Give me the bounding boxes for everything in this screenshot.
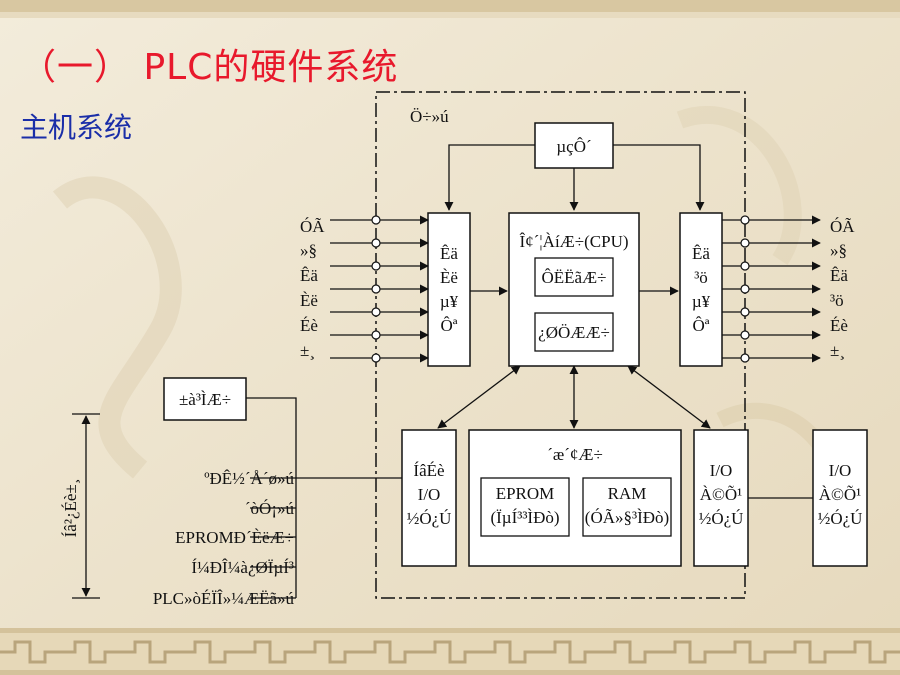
input-unit-box bbox=[427, 212, 471, 367]
io-expansion-interface-box bbox=[693, 429, 749, 567]
cpu-title: Î¢´¦ÀíÆ÷(CPU) bbox=[519, 232, 628, 251]
io-expansion-label-2: À©Õ¹ bbox=[700, 485, 743, 504]
input-unit-label-2: Èë bbox=[440, 268, 458, 287]
peripheral-device-2: ´òÓ¡»ú bbox=[245, 499, 295, 518]
peripheral-io-label-2: I/O bbox=[418, 485, 441, 504]
slide-title: （一） PLC的硬件系统 bbox=[20, 47, 399, 88]
ram-sublabel: (ÓÃ»§³ÌÐò) bbox=[585, 508, 669, 527]
input-device-1: ÓÃ bbox=[300, 217, 325, 236]
memory-title: ´æ´¢Æ÷ bbox=[547, 445, 603, 464]
alu-label: ÔËËãÆ÷ bbox=[541, 268, 606, 287]
ram-label: RAM bbox=[608, 484, 647, 503]
io-expansion-unit-label-3: ½Ó¿Ú bbox=[818, 509, 863, 528]
output-unit-label-4: Ôª bbox=[693, 316, 710, 335]
external-devices-label: Íâ²¿Éè±¸ bbox=[61, 479, 80, 538]
input-device-3: Êä bbox=[300, 266, 318, 285]
peripheral-device-5: PLC»òÉÏÎ»¼ÆËã»ú bbox=[153, 589, 295, 608]
peripheral-io-label-1: ÍâÉè bbox=[413, 461, 444, 480]
slide-subtitle: 主机系统 bbox=[20, 111, 133, 144]
output-unit-label-3: µ¥ bbox=[692, 292, 711, 311]
io-expansion-unit-label-1: I/O bbox=[829, 461, 852, 480]
ram-box bbox=[582, 477, 672, 537]
output-unit-label-1: Êä bbox=[692, 244, 710, 263]
bottom-border-pattern bbox=[0, 628, 900, 675]
power-label: µçÔ´ bbox=[556, 137, 591, 156]
input-device-5: Éè bbox=[300, 316, 318, 335]
io-expansion-label-3: ½Ó¿Ú bbox=[699, 509, 744, 528]
input-terminals bbox=[371, 215, 381, 363]
input-device-6: ±¸ bbox=[300, 341, 315, 360]
controller-label: ¿ØÖÆÆ÷ bbox=[538, 323, 610, 342]
output-device-6: ±¸ bbox=[830, 341, 845, 360]
output-signal-lines bbox=[722, 215, 821, 363]
host-boundary bbox=[375, 91, 746, 599]
peripheral-device-3: EPROMÐ´ÈëÆ÷ bbox=[175, 528, 294, 547]
peripheral-io-interface-box bbox=[401, 429, 457, 567]
output-device-4: ³ö bbox=[830, 291, 844, 310]
peripheral-bus bbox=[246, 397, 297, 598]
output-device-1: ÓÃ bbox=[830, 217, 855, 236]
io-expansion-unit-label-2: À©Õ¹ bbox=[819, 485, 862, 504]
output-unit-box bbox=[679, 212, 723, 367]
peripheral-io-label-3: ½Ó¿Ú bbox=[407, 509, 452, 528]
input-unit-label-4: Ôª bbox=[441, 316, 458, 335]
peripheral-device-1: ºÐÊ½´Å´ø»ú bbox=[204, 469, 294, 488]
output-terminals bbox=[740, 215, 750, 363]
alu-box bbox=[534, 257, 614, 297]
eprom-sublabel: (ÏµÍ³³ÌÐò) bbox=[490, 508, 559, 527]
io-expansion-unit-box bbox=[812, 429, 868, 567]
programmer-box bbox=[163, 377, 247, 421]
output-device-5: Éè bbox=[830, 316, 848, 335]
input-device-2: »§ bbox=[300, 241, 317, 260]
input-unit-label-3: µ¥ bbox=[440, 292, 459, 311]
input-device-4: Èë bbox=[300, 291, 318, 310]
peripheral-device-4: Í¼ÐÎ¼à¿ØÏµÍ³ bbox=[191, 558, 294, 577]
output-device-2: »§ bbox=[830, 241, 847, 260]
input-unit-label-1: Êä bbox=[440, 244, 458, 263]
eprom-label: EPROM bbox=[496, 484, 555, 503]
eprom-box bbox=[480, 477, 570, 537]
output-unit-label-2: ³ö bbox=[694, 268, 708, 287]
programmer-label: ±à³ÌÆ÷ bbox=[179, 390, 231, 409]
controller-box bbox=[534, 312, 614, 352]
host-label: Ö÷»ú bbox=[410, 107, 449, 126]
output-device-3: Êä bbox=[830, 266, 848, 285]
io-expansion-label-1: I/O bbox=[710, 461, 733, 480]
top-border-pattern bbox=[0, 0, 900, 18]
